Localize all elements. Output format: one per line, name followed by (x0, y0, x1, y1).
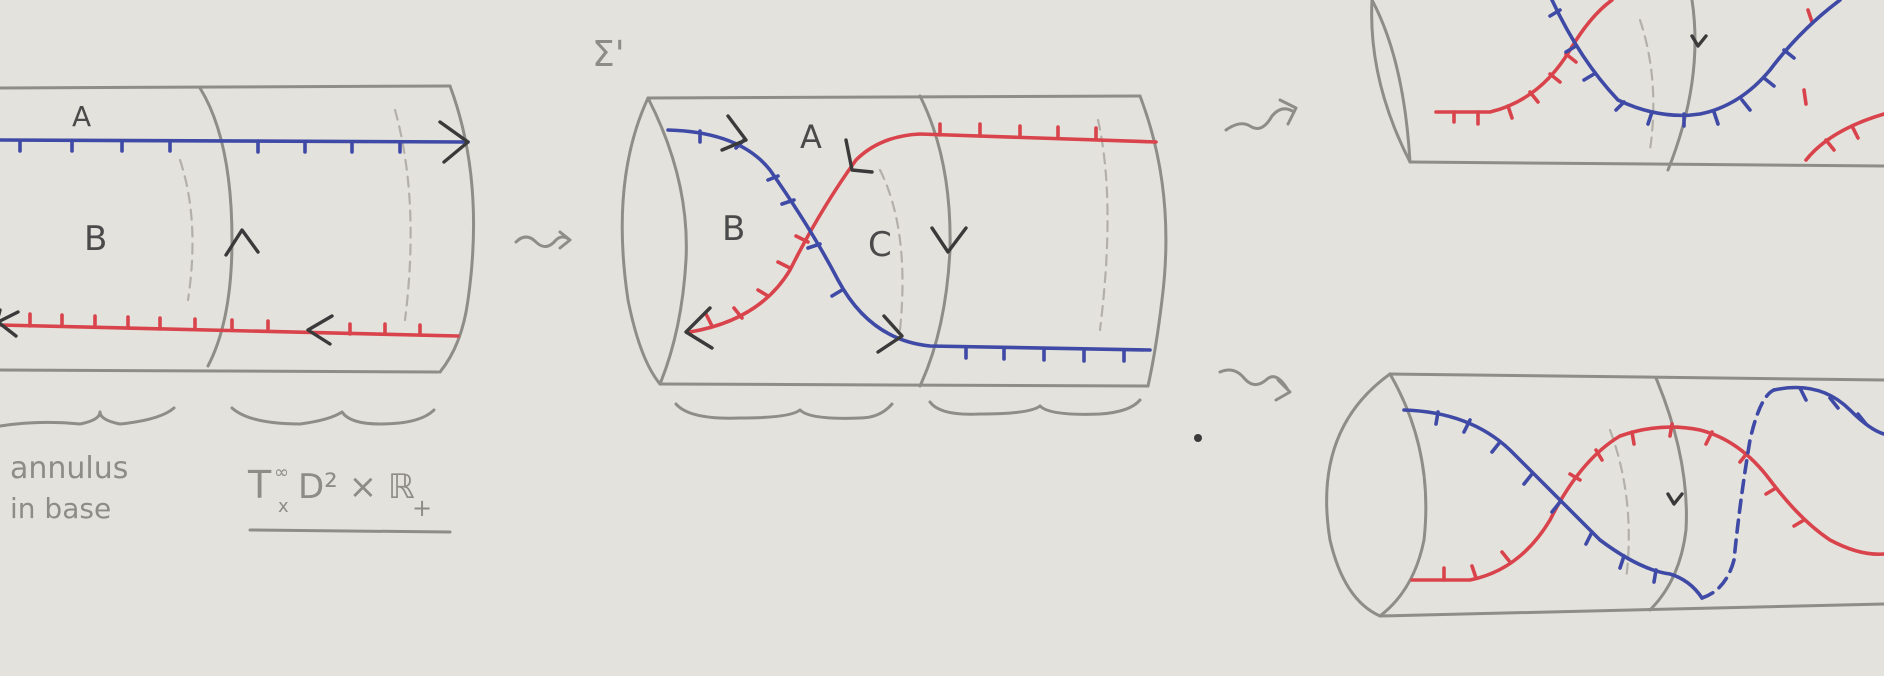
annulus-label-line2: in base (10, 492, 111, 525)
panel4-bottom-edge (1378, 602, 1884, 618)
panel1-red-curve (0, 323, 460, 338)
panel4-blue-curve (1402, 408, 1704, 600)
panel2-red-ticks (704, 122, 1098, 328)
panel2-left-ellipse-front (646, 96, 688, 386)
panel1-bottom-edge (0, 368, 440, 374)
panel3-seam (1666, 0, 1697, 172)
panel2-label-a: A (800, 118, 822, 156)
panel1-red-arrow-mid (306, 314, 334, 346)
panel4-left-ellipse-front (1378, 372, 1428, 618)
panel2-seam-arrow (930, 226, 968, 254)
panel3-red-ticks (1452, 52, 1578, 126)
panel2-bottom-edge (658, 382, 1150, 388)
panel2-brace-left (674, 402, 894, 420)
panel2-brace-right (928, 398, 1142, 416)
product-label-sup: ∞ (274, 462, 289, 483)
panel3-blue-ticks (1548, 8, 1796, 128)
panel2-blue-arrow-top (720, 114, 748, 152)
panel2-right-end (1138, 94, 1168, 388)
panel4-seam (1648, 376, 1688, 612)
panel4-blue-curve-right (1772, 385, 1884, 436)
panel4-blue-dashed (1700, 388, 1776, 600)
panel1-brace-right (230, 406, 436, 426)
panel1-blue-arrow (438, 120, 470, 164)
panel1-hatch (178, 158, 194, 302)
panel2-label-b: B (722, 209, 745, 249)
product-label-plus: + (412, 494, 432, 522)
panel-1: A B annulus in base T ∞ x D² × ℝ + (0, 84, 476, 534)
panel-3 (1370, 0, 1884, 172)
panel2-label-c: C (868, 225, 892, 265)
panel1-label-b: B (84, 219, 107, 259)
panel1-label-a: A (72, 100, 91, 133)
panel2-red-curve (688, 132, 1158, 334)
panel1-seam-arrow (224, 228, 260, 257)
product-underline (248, 528, 452, 534)
panel2-blue-arrow-bottom (876, 314, 904, 354)
panel3-red-fragment-1 (1806, 8, 1814, 24)
panel2-left-ellipse-back (620, 96, 662, 386)
product-label-rest: D² × ℝ (298, 467, 415, 507)
sigma-prime-label: Σ' (592, 34, 625, 75)
annulus-label-line1: annulus (10, 451, 128, 486)
panel3-left-ellipse-front (1370, 0, 1412, 164)
panel4-red-curve (1410, 425, 1884, 582)
panel2-hatch (878, 168, 904, 332)
panel3-red-curve (1434, 0, 1614, 114)
panel2-top-edge (646, 94, 1142, 100)
panel3-red-fragment-2 (1802, 88, 1808, 106)
panel3-bottom-edge (1408, 160, 1884, 168)
panel1-hidden-edge (393, 108, 412, 322)
panel2-seam (918, 94, 952, 388)
panel3-seam-arrow (1690, 34, 1708, 48)
panel4-blue-ticks (1434, 410, 1658, 584)
panel4-blue-ticks-right (1798, 386, 1868, 426)
panel2-red-arrow-left (684, 306, 714, 350)
panel2-blue-curve (666, 128, 1152, 352)
panel1-blue-curve (0, 138, 470, 144)
panel4-left-ellipse-back (1325, 372, 1392, 618)
panel1-right-end (438, 84, 476, 374)
product-label-sub: x (278, 496, 289, 517)
panel3-blue-curve (1550, 0, 1842, 118)
panel1-red-ticks (28, 312, 422, 337)
panel3-red-curve-right (1804, 112, 1884, 162)
transition-arrow-up (1224, 98, 1298, 132)
panel-4 (1325, 372, 1884, 618)
panel2-red-arrow-top (844, 138, 874, 174)
panel1-top-edge (0, 84, 452, 90)
panel-2: Σ' A B C (592, 34, 1168, 420)
panel1-blue-ticks (18, 139, 402, 154)
panel3-red-ticks-right (1824, 124, 1860, 152)
panel3-left-ellipse (1370, 0, 1412, 164)
product-label-t: T (247, 463, 272, 507)
transition-arrow-down (1218, 368, 1292, 402)
panel1-seam (198, 86, 234, 368)
panel4-hatch (1608, 428, 1630, 582)
panel1-brace-left (0, 406, 176, 428)
panel2-blue-ticks (698, 129, 1126, 363)
panel4-top-edge (1388, 372, 1884, 382)
transition-arrow-1 (514, 230, 572, 250)
product-space-label: T ∞ x D² × ℝ + (247, 462, 452, 534)
panel3-hatch (1638, 18, 1655, 152)
dot-mark (1194, 434, 1202, 442)
panel2-hidden-edge (1096, 118, 1109, 332)
panel4-seam-arrow (1666, 492, 1684, 506)
panel1-red-arrow-left-head (0, 310, 20, 338)
